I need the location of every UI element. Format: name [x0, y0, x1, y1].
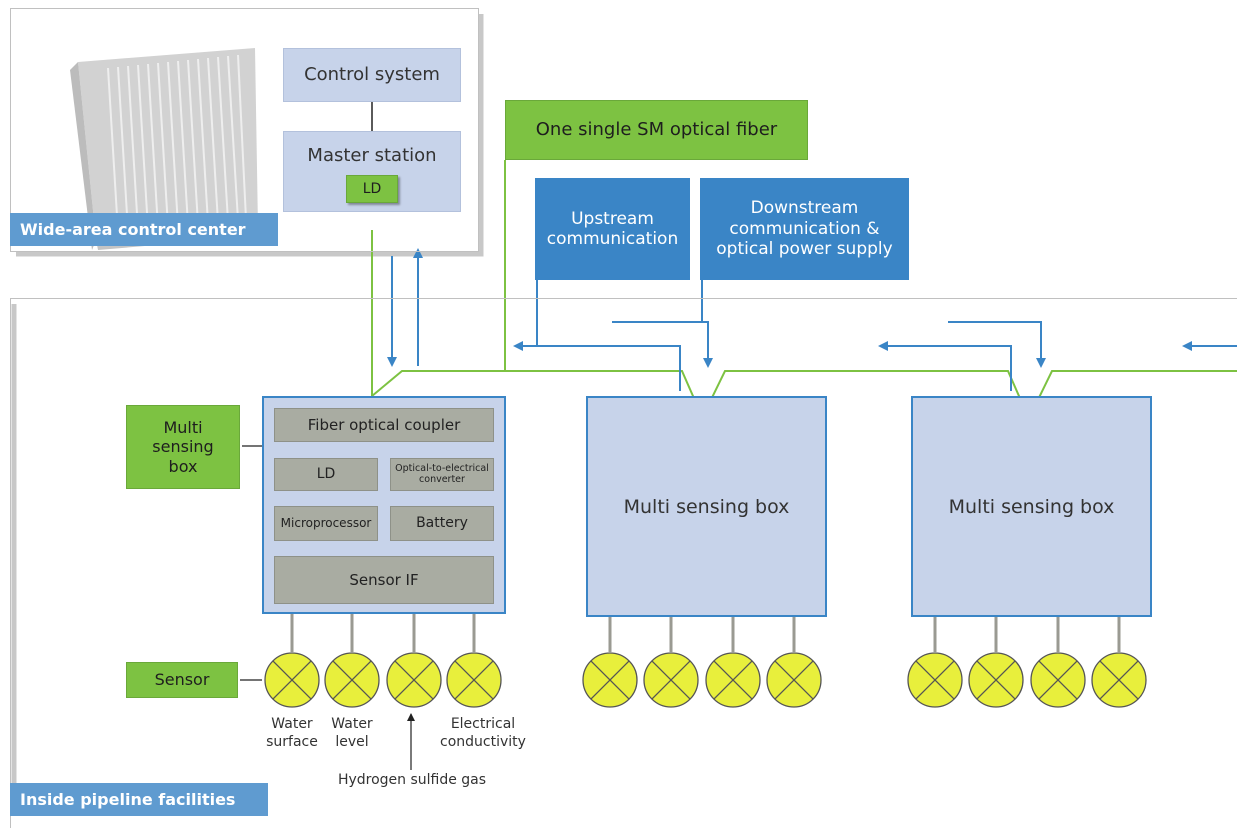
battery-box: Battery [390, 506, 494, 541]
master-station-box: Master station [283, 131, 461, 212]
master-ld-box: LD [346, 175, 398, 203]
oe-converter-box: Optical-to-electrical converter [390, 458, 494, 491]
sensor-if-box: Sensor IF [274, 556, 494, 604]
sensor-icon [643, 652, 699, 708]
multi-sensing-box-3: Multi sensing box [911, 396, 1152, 617]
sensor-icon [766, 652, 822, 708]
sensor-icon [705, 652, 761, 708]
hydrogen-sulfide-label: Hydrogen sulfide gas [337, 772, 487, 788]
sensor-icon [446, 652, 502, 708]
control-center-frame [10, 8, 479, 252]
pipeline-facilities-frame [10, 298, 1237, 828]
electrical-conductivity-label: Electrical conductivity [440, 716, 526, 750]
fiber-optical-coupler-box: Fiber optical coupler [274, 408, 494, 442]
legend-multi-sensing-box: Multi sensing box [126, 405, 240, 489]
sensor-icon [968, 652, 1024, 708]
sensor-icon [1091, 652, 1147, 708]
fiber-label-box: One single SM optical fiber [505, 100, 808, 160]
sensor-icon [907, 652, 963, 708]
sensor-group [264, 652, 1147, 708]
detail-ld-box: LD [274, 458, 378, 491]
multi-sensing-box-2: Multi sensing box [586, 396, 827, 617]
water-surface-label: Water surface [266, 716, 318, 750]
sensor-icon [324, 652, 380, 708]
master-station-label: Master station [307, 145, 437, 166]
wide-area-control-center-tag: Wide-area control center [10, 213, 278, 246]
inside-pipeline-facilities-tag: Inside pipeline facilities [10, 783, 268, 816]
microprocessor-box: Microprocessor [274, 506, 378, 541]
upstream-communication-box: Upstream communication [535, 178, 690, 280]
sensor-icon [1030, 652, 1086, 708]
building-icon [70, 48, 262, 250]
water-level-label: Water level [331, 716, 373, 750]
downstream-communication-box: Downstream communication & optical power… [700, 178, 909, 280]
legend-sensor-box: Sensor [126, 662, 238, 698]
sensor-icon [264, 652, 320, 708]
sensor-icon [386, 652, 442, 708]
sensor-icon [582, 652, 638, 708]
control-system-box: Control system [283, 48, 461, 102]
